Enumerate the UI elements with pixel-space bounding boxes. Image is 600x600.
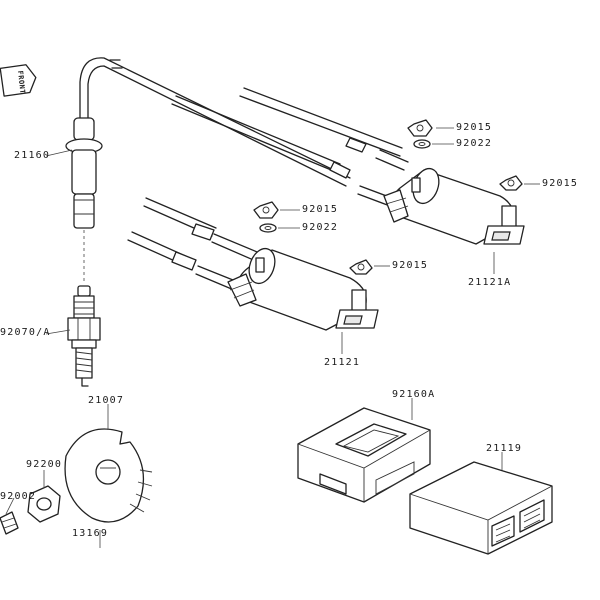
pickup-plate <box>64 428 153 523</box>
nut-upper-a <box>407 119 433 137</box>
label-92015-upper: 92015 <box>302 204 339 215</box>
bolt <box>0 511 19 535</box>
front-label: FRONT <box>16 70 27 95</box>
label-92015-a-right: 92015 <box>542 178 579 189</box>
label-21160: 21160 <box>14 150 51 161</box>
label-21121a: 21121A <box>468 277 512 288</box>
label-21007: 21007 <box>88 395 125 406</box>
ignition-coil-a <box>383 167 525 245</box>
label-92070a: 92070/A <box>0 327 51 338</box>
hex-nut <box>27 485 61 523</box>
leader-lines <box>5 127 540 548</box>
label-92015-right: 92015 <box>392 260 429 271</box>
washer-upper <box>259 223 277 233</box>
washer-upper-a <box>413 139 431 149</box>
label-21119: 21119 <box>486 443 523 454</box>
front-arrow-icon <box>0 64 37 97</box>
plug-cap <box>65 117 103 229</box>
label-92002: 92002 <box>0 491 37 502</box>
label-92200: 92200 <box>26 459 63 470</box>
ignition-coil <box>227 247 379 331</box>
label-92022-a: 92022 <box>456 138 493 149</box>
label-92015-a-upper: 92015 <box>456 122 493 133</box>
ignition-cable-main <box>79 57 351 187</box>
nut-right <box>349 259 373 275</box>
nut-upper <box>253 201 279 219</box>
ecu-cover <box>297 407 431 503</box>
spark-plug <box>67 285 101 387</box>
label-13169: 13169 <box>72 528 109 539</box>
label-92022: 92022 <box>302 222 339 233</box>
coil-wires <box>127 197 263 291</box>
nut-right-a <box>499 175 523 191</box>
label-92160a: 92160A <box>392 389 436 400</box>
coil-a-wires <box>171 87 409 207</box>
label-21121: 21121 <box>324 357 361 368</box>
ecu-unit <box>409 461 553 555</box>
